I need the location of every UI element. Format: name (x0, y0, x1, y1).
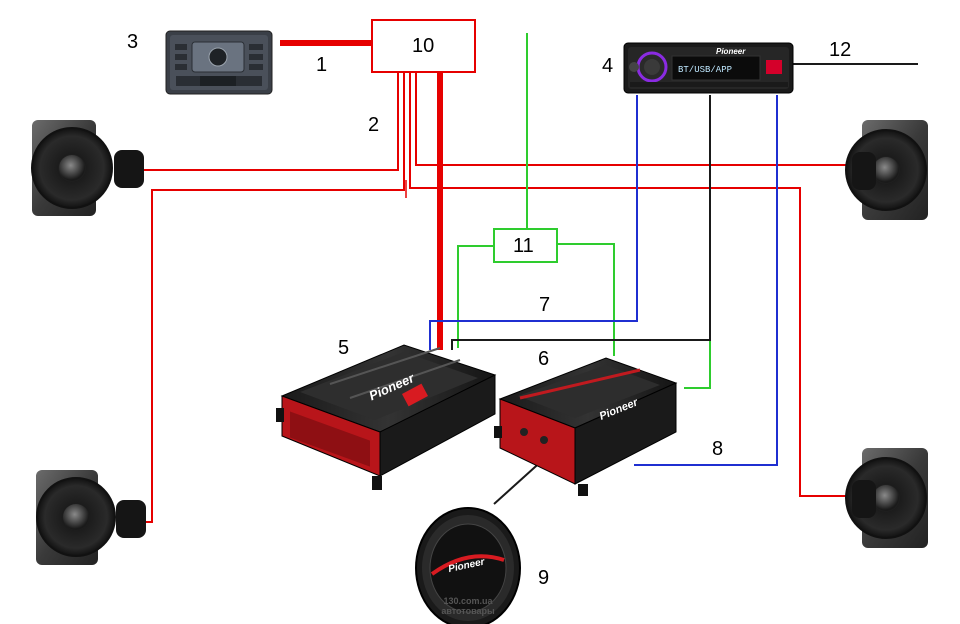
wire-7-remote-to-amp5 (429, 95, 638, 350)
label-6: 6 (538, 348, 549, 370)
wires (118, 33, 918, 523)
wire-signal-box11-to-amp6 (558, 243, 615, 356)
label-11: 11 (513, 235, 534, 257)
factory-multimedia-unit (165, 30, 273, 95)
pioneer-amplifier-6: Pioneer (494, 357, 678, 496)
label-12: 12 (829, 39, 851, 61)
head-unit-brand: Pioneer (716, 47, 746, 56)
speaker-front-left (31, 120, 144, 216)
wire-signal-box11-to-amp5 (457, 245, 494, 348)
speaker-rear-left (36, 470, 146, 565)
label-8: 8 (712, 438, 723, 460)
watermark-line1: 130.com.ua (443, 596, 493, 606)
junction-box-11 (493, 228, 558, 263)
speaker-rear-right (845, 448, 928, 548)
label-9: 9 (538, 567, 549, 589)
label-3: 3 (127, 31, 138, 53)
wire-2-speaker-rear-right (409, 72, 855, 497)
label-1: 1 (316, 54, 327, 76)
label-4: 4 (602, 55, 613, 77)
label-5: 5 (338, 337, 349, 359)
speaker-front-right (845, 120, 928, 220)
wire-2-speaker-front-right (415, 72, 852, 166)
label-7: 7 (539, 294, 550, 316)
wire-2-speaker-front-left (118, 72, 399, 171)
wire-signal-to-amp6-right (684, 340, 711, 389)
wire-8-remote-to-amp6 (634, 95, 778, 466)
pioneer-subwoofer-9: Pioneer 130.com.ua автотовары (415, 507, 521, 624)
watermark-line2: автотовары (441, 606, 495, 616)
junction-box-10 (371, 19, 476, 73)
pioneer-amplifier-5: Pioneer (276, 344, 497, 490)
label-10: 10 (412, 35, 434, 57)
pioneer-head-unit: BT/USB/APP Pioneer (623, 42, 794, 94)
label-2: 2 (368, 114, 379, 136)
wire-ground-head-unit-to-amps (451, 95, 711, 350)
head-unit-display-text: BT/USB/APP (678, 65, 732, 75)
